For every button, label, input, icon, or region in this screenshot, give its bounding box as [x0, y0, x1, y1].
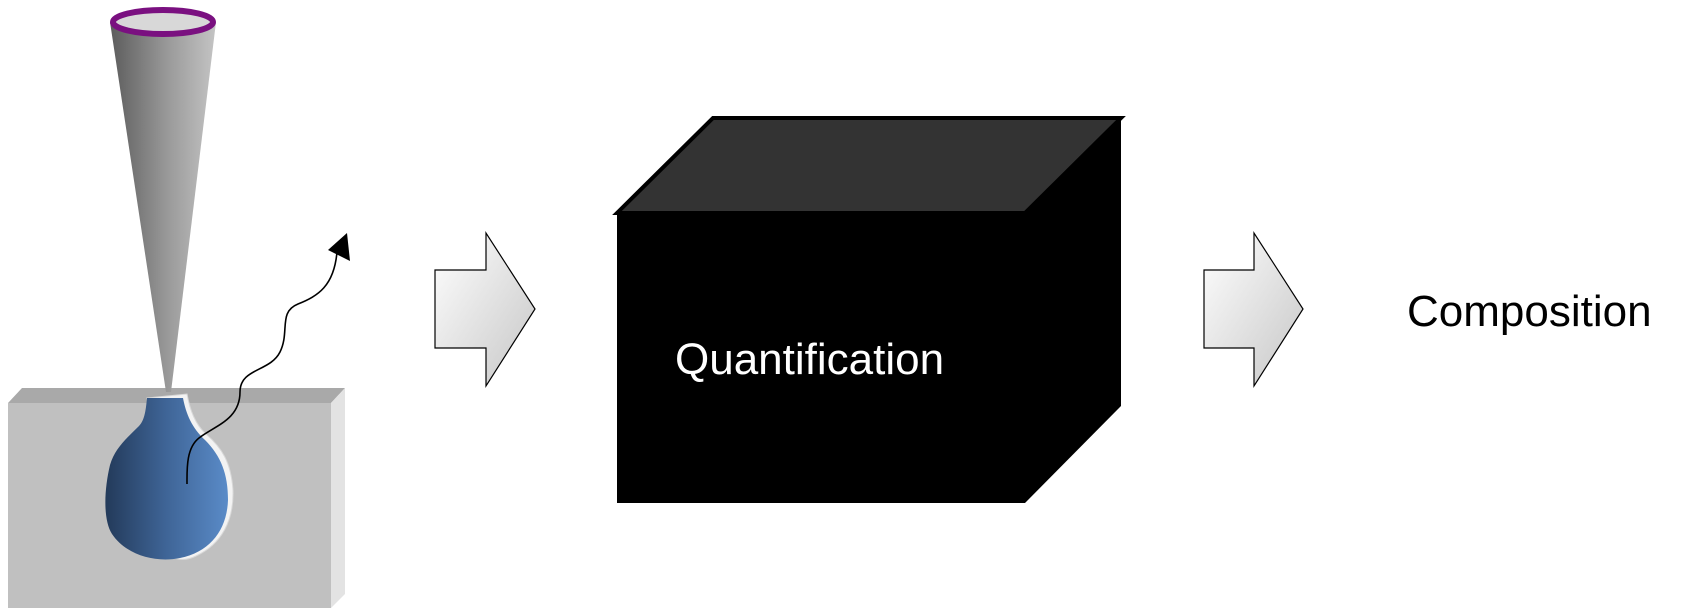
beam-aperture-ring [113, 10, 213, 34]
black-box-icon: Quantification [617, 118, 1121, 503]
xray-arrowhead [328, 233, 350, 261]
input-to-quantification-arrow [435, 233, 535, 386]
electron-beam-cone-icon [110, 10, 216, 392]
process-arrow-icon [1204, 233, 1303, 386]
output-label: Composition [1407, 287, 1652, 336]
box-label: Quantification [675, 335, 944, 384]
quantification-to-composition-arrow [1204, 233, 1303, 386]
process-arrow-icon [435, 233, 535, 386]
specimen-side-face [331, 388, 345, 608]
beam-cone-body [110, 22, 216, 392]
